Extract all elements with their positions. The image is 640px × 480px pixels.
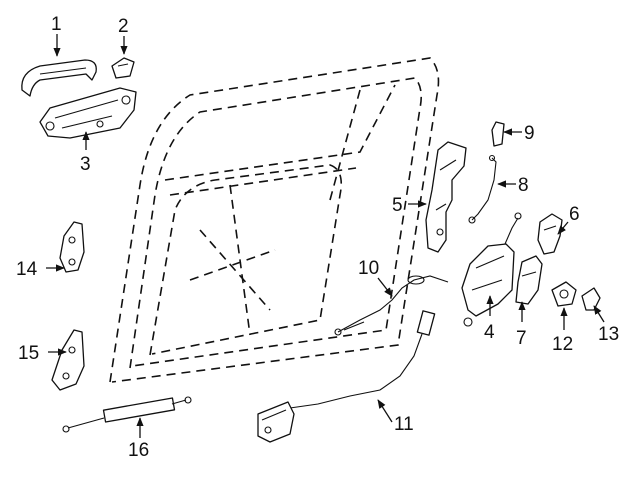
callout-12: 12 <box>552 334 573 355</box>
callout-14: 14 <box>16 259 38 280</box>
striker-part <box>515 255 543 305</box>
callout-15: 15 <box>18 343 39 364</box>
callout-8: 8 <box>518 175 529 196</box>
trim-bracket-part <box>425 141 467 253</box>
door-frame-outline <box>109 57 440 383</box>
small-bracket-part <box>581 287 601 311</box>
motor-cable-part <box>257 310 436 443</box>
callout-1: 1 <box>51 14 62 35</box>
strut-part <box>62 396 192 433</box>
lock-actuator-part <box>461 212 522 327</box>
handle-cover-part <box>111 57 135 79</box>
callout-11: 11 <box>394 414 414 435</box>
callout-10: 10 <box>358 258 379 279</box>
leader-lines <box>46 34 605 438</box>
hinge-upper-part <box>59 221 85 273</box>
callout-labels: 1 2 3 4 5 6 7 8 9 10 11 12 13 14 15 16 <box>16 14 619 461</box>
callout-3: 3 <box>80 154 91 175</box>
rod-part <box>468 154 497 224</box>
cable-ten-part <box>334 275 449 336</box>
callout-13: 13 <box>598 324 619 345</box>
callout-6: 6 <box>569 204 580 225</box>
callout-7: 7 <box>516 328 527 349</box>
hinge-pin-part <box>551 281 577 307</box>
callout-9: 9 <box>524 123 535 144</box>
handle-carrier-part <box>39 87 137 139</box>
callout-4: 4 <box>484 322 495 343</box>
clip-part <box>491 121 505 147</box>
callout-16: 16 <box>128 440 149 461</box>
hinge-lower-part <box>51 329 85 391</box>
callout-5: 5 <box>392 195 403 216</box>
callout-2: 2 <box>118 16 129 37</box>
outside-handle-part <box>21 59 97 97</box>
bracket-six-part <box>537 213 563 255</box>
